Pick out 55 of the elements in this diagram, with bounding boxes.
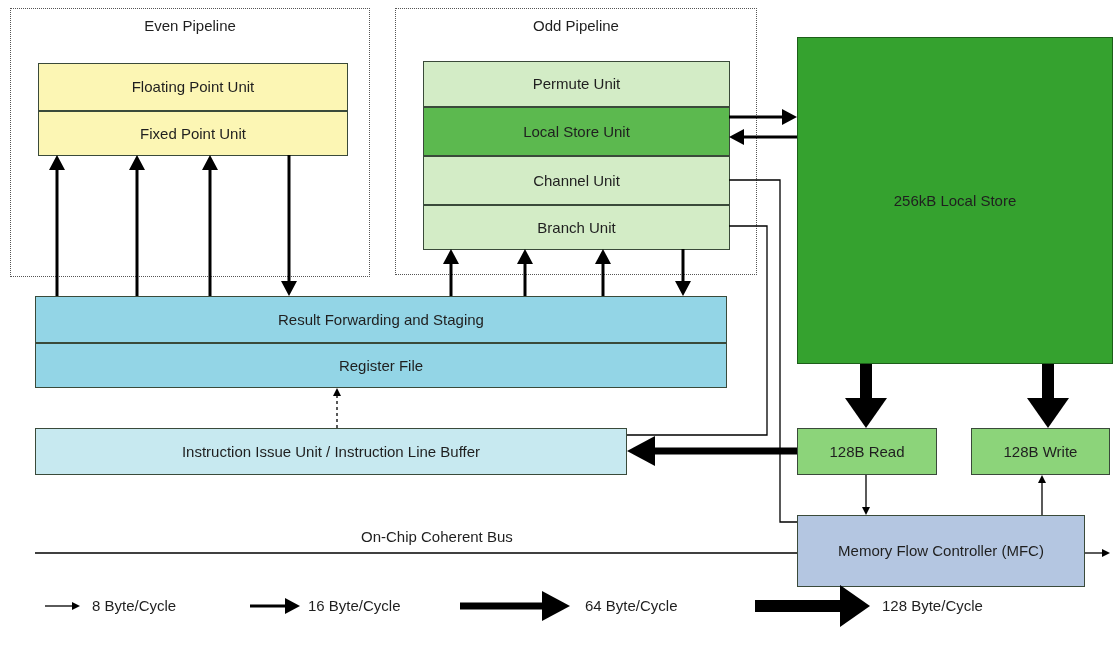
edge-label: On-Chip Coherent Bus <box>358 528 516 545</box>
connector-line <box>728 179 798 523</box>
arrow <box>862 474 870 515</box>
pipeline-group <box>395 8 757 275</box>
arrow <box>627 436 797 466</box>
arrow <box>129 155 145 296</box>
unit-box <box>35 296 727 343</box>
unit-box <box>423 205 730 250</box>
unit-box <box>423 107 730 156</box>
arrow <box>1038 475 1046 516</box>
arrow <box>845 364 887 428</box>
legend-label: 8 Byte/Cycle <box>92 597 177 614</box>
node-label: 256kB Local Store <box>893 191 1017 210</box>
legend-label: 16 Byte/Cycle <box>308 597 401 614</box>
node-label: Instruction Issue Unit / Instruction Line Buffer <box>181 442 481 461</box>
arrow <box>1027 364 1069 428</box>
local-store-block <box>797 37 1113 364</box>
node-label: 128B Read <box>829 442 905 461</box>
node-label: Local Store Unit <box>523 122 630 141</box>
node-label: Memory Flow Controller (MFC) <box>838 542 1044 560</box>
unit-box <box>35 428 627 475</box>
unit-box <box>423 61 730 107</box>
unit-box <box>35 343 727 388</box>
node-label: Branch Unit <box>537 218 616 237</box>
unit-box <box>797 428 937 475</box>
node-label: Odd Pipeline <box>533 17 619 35</box>
arrow <box>595 249 611 296</box>
unit-box <box>971 428 1110 475</box>
unit-box <box>38 63 348 111</box>
unit-box <box>797 515 1085 587</box>
arrow <box>729 129 797 145</box>
arrow <box>333 388 341 429</box>
pipeline-group <box>10 8 370 277</box>
arrow <box>443 249 459 296</box>
node-label: 128B Write <box>1003 442 1078 461</box>
arrow <box>202 155 218 296</box>
node-label: Floating Point Unit <box>131 78 255 96</box>
arrow <box>729 109 797 125</box>
node-label: Result Forwarding and Staging <box>278 310 484 329</box>
arrow <box>675 249 691 296</box>
node-label: Fixed Point Unit <box>140 124 246 143</box>
connector-line <box>626 225 768 436</box>
node-label: Register File <box>338 356 424 375</box>
arrow <box>1084 549 1110 557</box>
node-label: Even Pipeline <box>144 17 236 35</box>
node-label: Permute Unit <box>532 75 621 93</box>
unit-box <box>38 111 348 156</box>
unit-box <box>423 156 730 205</box>
arrow <box>281 155 297 296</box>
node-label: Channel Unit <box>533 171 620 190</box>
arrow <box>49 155 65 296</box>
legend-label: 128 Byte/Cycle <box>882 597 983 614</box>
legend-label: 64 Byte/Cycle <box>585 597 678 614</box>
connector-line <box>34 552 798 554</box>
arrow <box>517 249 533 296</box>
